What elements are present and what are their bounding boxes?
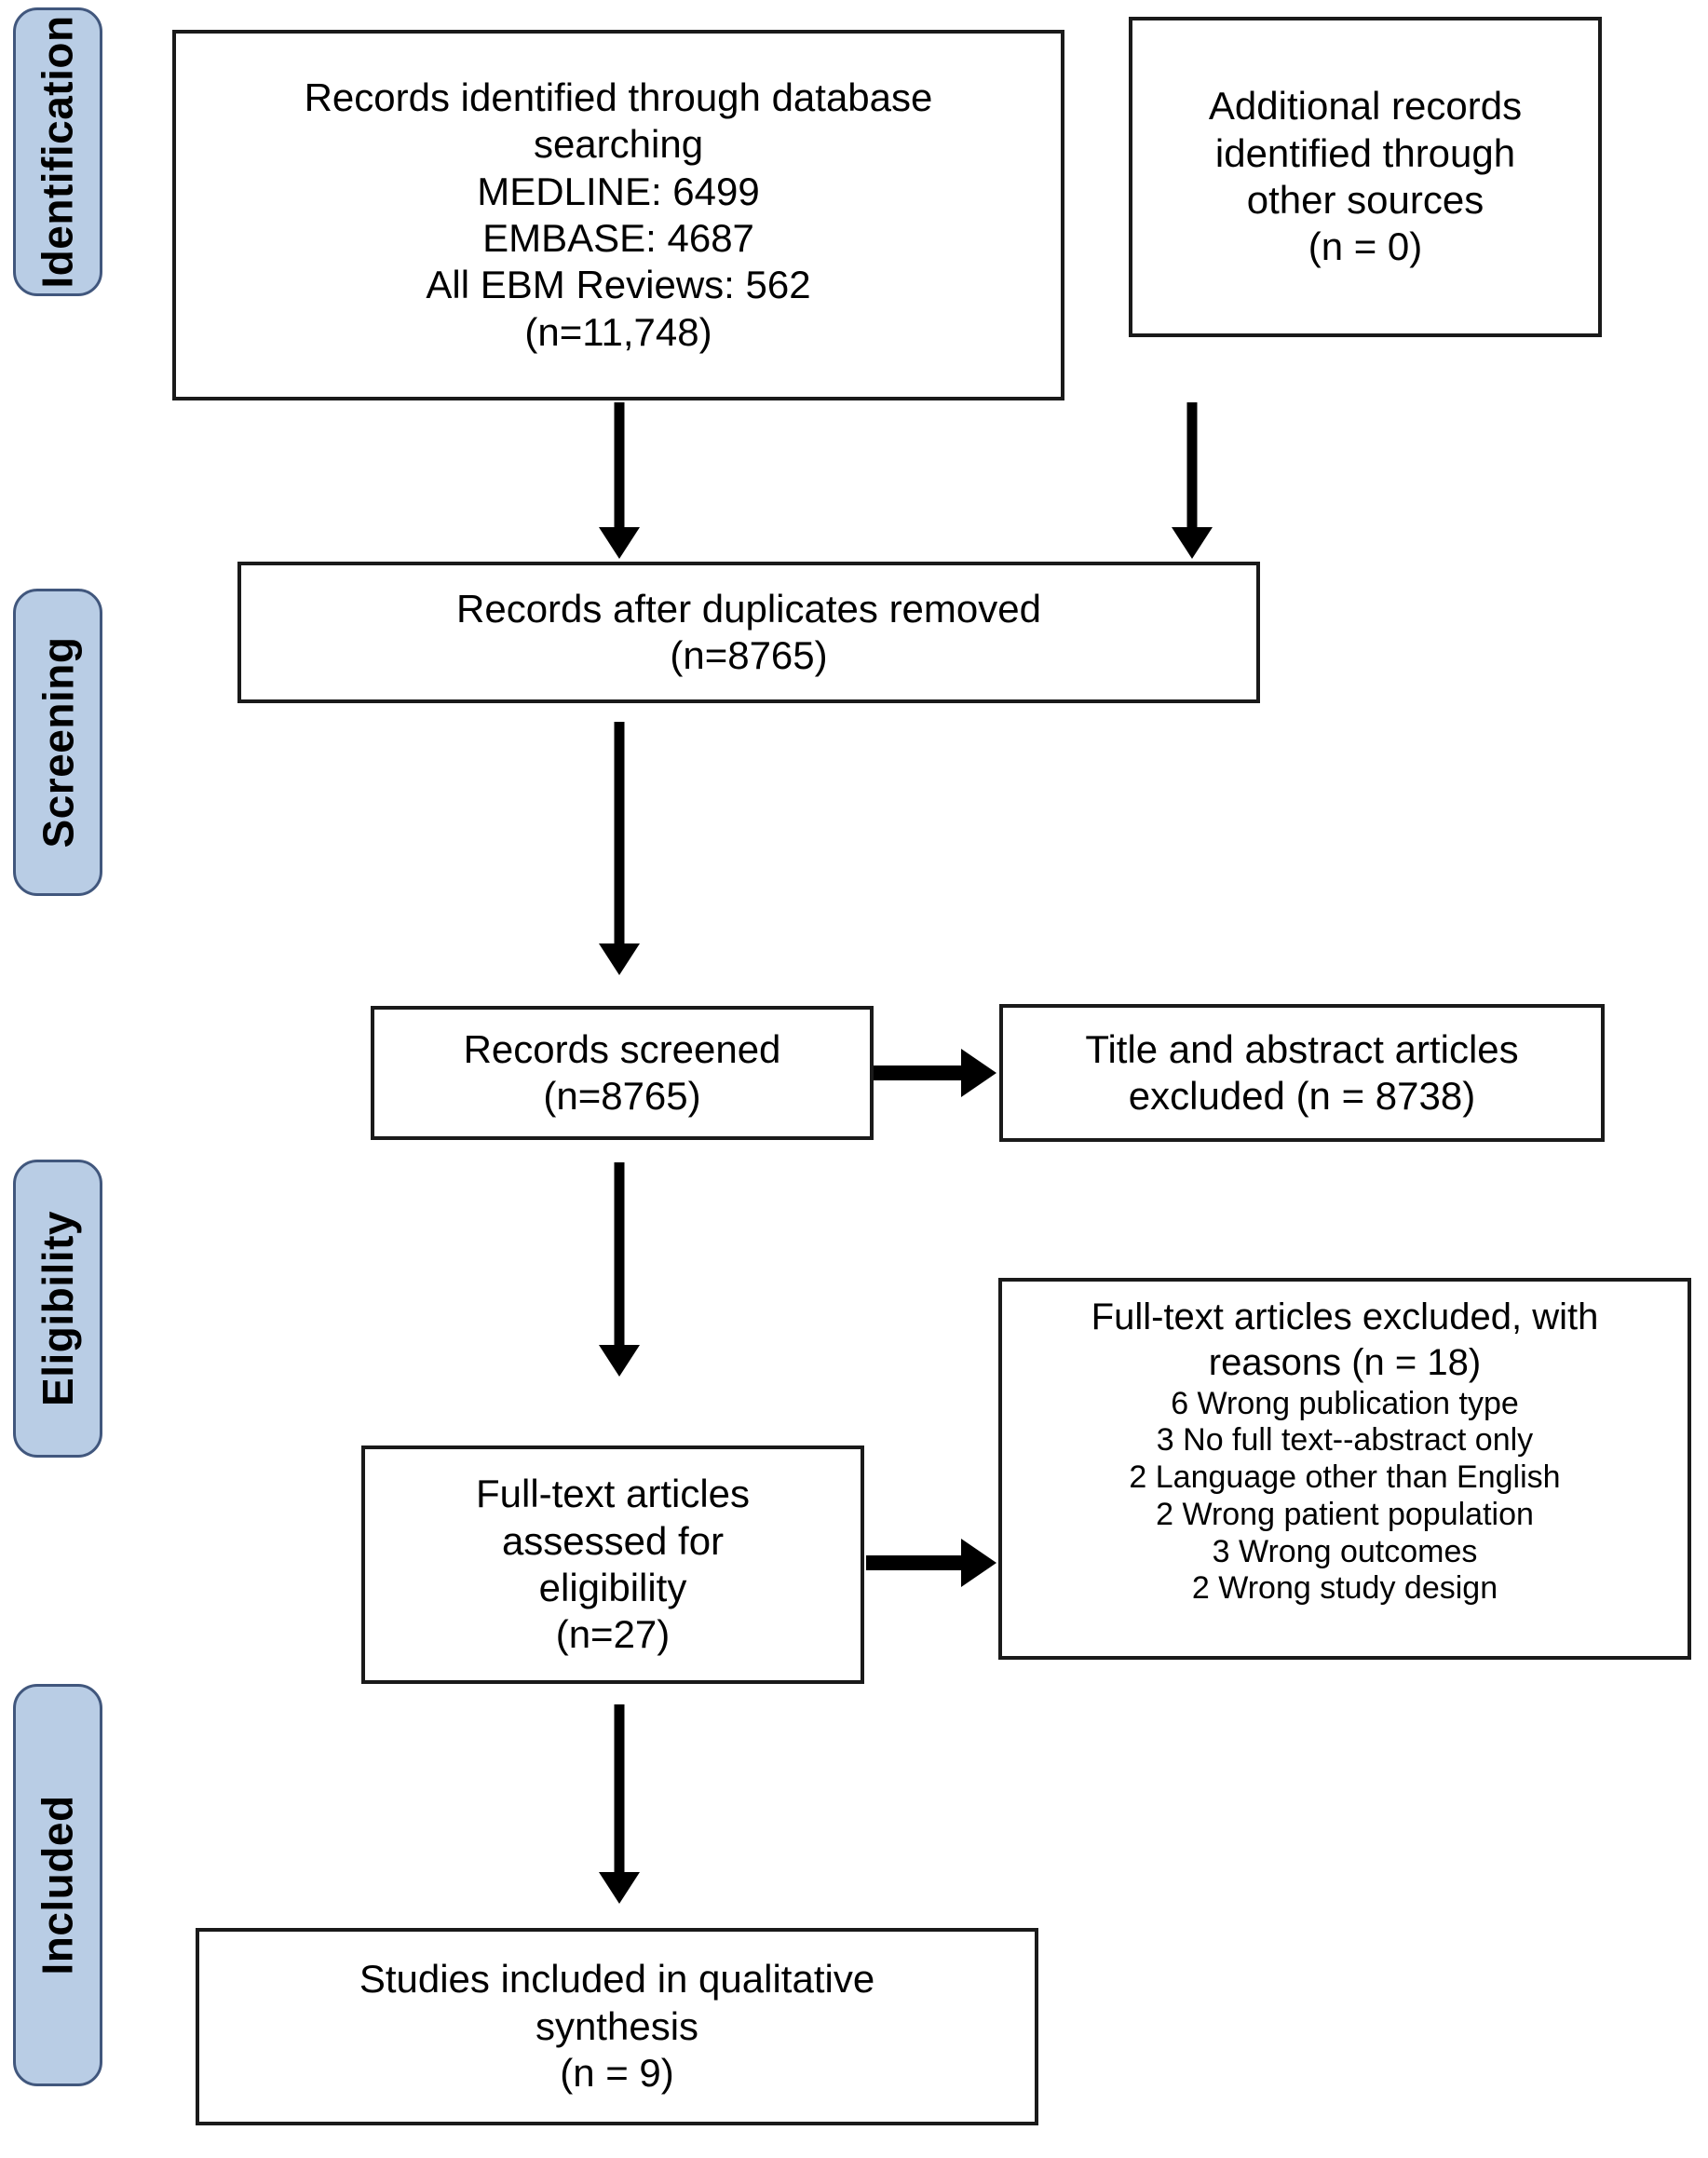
arrow-head — [599, 527, 640, 559]
arrow-fulltext-assessed-to-excluded — [866, 1537, 996, 1589]
fulltext-assessed-line-1: Full-text articles — [475, 1472, 751, 1516]
arrow-records-screened-to-excluded — [874, 1047, 996, 1099]
records-identified-line-6: (n=11,748) — [524, 309, 712, 354]
stage-tab-included-label: Included — [34, 1795, 82, 1975]
box-fulltext-excluded: Full-text articles excluded, with reason… — [998, 1278, 1691, 1660]
stage-tab-screening-label: Screening — [34, 636, 83, 848]
box-duplicates-removed: Records after duplicates removed (n=8765… — [237, 562, 1260, 703]
arrow-duplicates-to-records-screened — [596, 722, 643, 975]
stage-tab-eligibility-label: Eligibility — [34, 1211, 82, 1406]
duplicates-removed-line-1: Records after duplicates removed — [456, 586, 1041, 631]
records-screened-line-1: Records screened — [463, 1026, 781, 1071]
studies-included-line-3: (n = 9) — [560, 2051, 674, 2096]
additional-records-line-1: Additional records — [1208, 84, 1523, 129]
arrow-shaft — [614, 1162, 625, 1347]
arrow-head — [599, 943, 640, 975]
records-identified-line-3: MEDLINE: 6499 — [477, 169, 760, 213]
box-fulltext-assessed: Full-text articles assessed for eligibil… — [361, 1445, 864, 1684]
title-abstract-excluded-line-1: Title and abstract articles — [1085, 1026, 1519, 1071]
box-records-identified: Records identified through database sear… — [172, 30, 1064, 400]
fulltext-excluded-reason-2: 3 No full text--abstract only — [1156, 1422, 1534, 1459]
additional-records-line-2: identified through — [1214, 130, 1516, 175]
arrow-head — [599, 1345, 640, 1377]
arrow-fulltext-to-studies-included — [596, 1704, 643, 1904]
fulltext-excluded-heading-2: reasons (n = 18) — [1208, 1341, 1482, 1383]
duplicates-removed-line-2: (n=8765) — [670, 633, 828, 677]
arrow-shaft — [614, 402, 625, 529]
fulltext-excluded-reason-4: 2 Wrong patient population — [1156, 1496, 1534, 1532]
fulltext-assessed-line-2: assessed for — [501, 1518, 725, 1563]
fulltext-excluded-reason-5: 3 Wrong outcomes — [1212, 1533, 1478, 1569]
stage-tab-identification-label: Identification — [34, 15, 83, 289]
arrow-records-identified-to-duplicates — [596, 402, 643, 559]
arrow-shaft — [866, 1555, 963, 1570]
stage-tab-eligibility[interactable]: Eligibility — [13, 1160, 102, 1458]
records-identified-line-1: Records identified through database — [304, 75, 933, 119]
records-identified-line-4: EMBASE: 4687 — [482, 216, 754, 260]
records-screened-line-2: (n=8765) — [543, 1074, 701, 1118]
arrow-additional-records-to-duplicates — [1169, 402, 1215, 559]
arrow-head — [961, 1539, 996, 1587]
fulltext-assessed-line-3: eligibility — [538, 1566, 687, 1609]
arrow-shaft — [1186, 402, 1198, 529]
arrow-shaft — [614, 722, 625, 945]
fulltext-excluded-heading-1: Full-text articles excluded, with — [1091, 1296, 1599, 1337]
box-title-abstract-excluded: Title and abstract articles excluded (n … — [999, 1004, 1605, 1142]
box-additional-records: Additional records identified through ot… — [1129, 17, 1602, 337]
studies-included-line-1: Studies included in qualitative — [359, 1957, 875, 2002]
arrow-records-screened-to-fulltext — [596, 1162, 643, 1377]
fulltext-excluded-reason-1: 6 Wrong publication type — [1171, 1385, 1519, 1421]
records-identified-line-2: searching — [533, 122, 704, 167]
arrow-head — [961, 1049, 996, 1097]
arrow-head — [599, 1872, 640, 1904]
records-identified-line-5: All EBM Reviews: 562 — [426, 263, 811, 307]
fulltext-excluded-reason-3: 2 Language other than English — [1129, 1459, 1561, 1496]
stage-tab-screening[interactable]: Screening — [13, 589, 102, 896]
fulltext-assessed-line-4: (n=27) — [555, 1612, 671, 1657]
stage-tab-identification[interactable]: Identification — [13, 7, 102, 296]
arrow-head — [1172, 527, 1213, 559]
box-studies-included: Studies included in qualitative synthesi… — [196, 1928, 1038, 2125]
studies-included-line-2: synthesis — [535, 2003, 699, 2048]
title-abstract-excluded-line-2: excluded (n = 8738) — [1128, 1074, 1476, 1118]
arrow-shaft — [874, 1065, 965, 1080]
additional-records-line-3: other sources — [1246, 178, 1484, 222]
box-records-screened: Records screened (n=8765) — [371, 1006, 874, 1140]
additional-records-line-4: (n = 0) — [1308, 224, 1423, 269]
stage-tab-included[interactable]: Included — [13, 1684, 102, 2086]
arrow-shaft — [614, 1704, 625, 1874]
fulltext-excluded-reason-6: 2 Wrong study design — [1191, 1570, 1498, 1607]
